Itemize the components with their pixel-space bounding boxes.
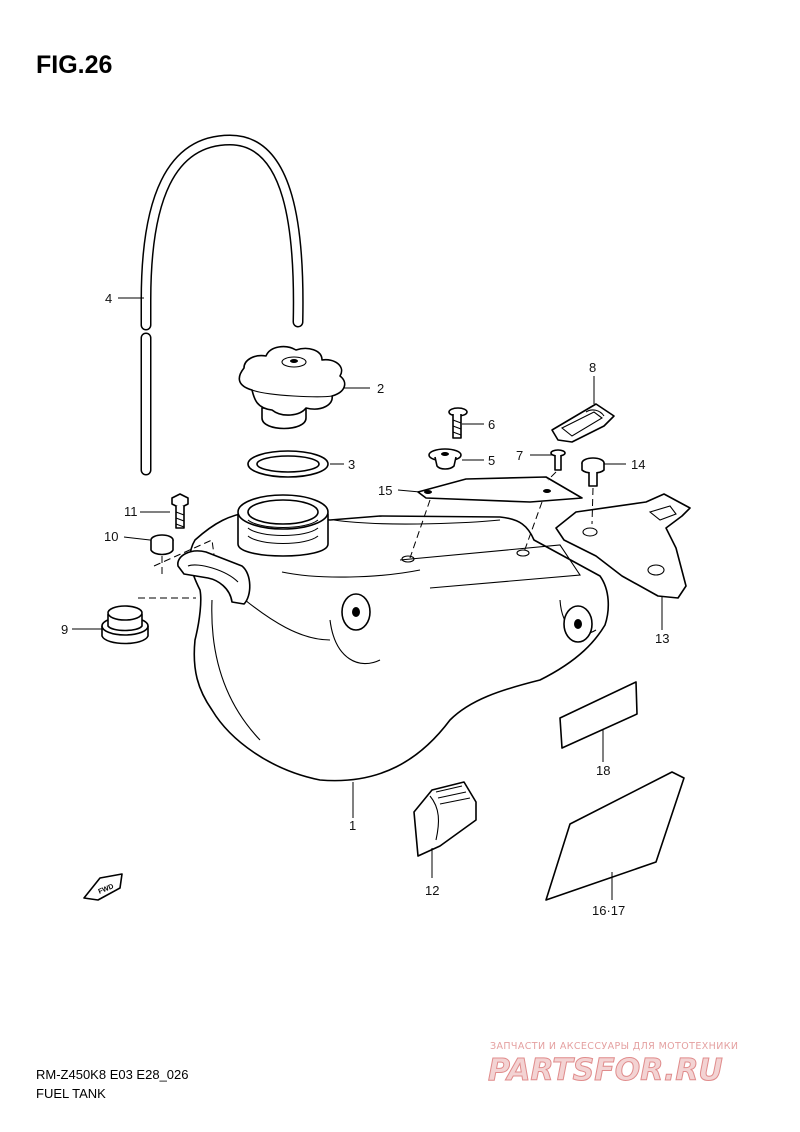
watermark: ЗАПЧАСТИ И АКСЕССУАРЫ ДЛЯ МОТОТЕХНИКИ PA… — [488, 1041, 738, 1089]
fuel-cap — [238, 345, 346, 430]
callout-14: 14 — [631, 457, 645, 472]
screw-6 — [448, 407, 468, 439]
callout-12: 12 — [425, 883, 439, 898]
callout-13: 13 — [655, 631, 669, 646]
callout-1: 1 — [349, 818, 356, 833]
fwd-arrow-icon: FWD — [83, 873, 123, 901]
figure-caption: FUEL TANK — [36, 1086, 106, 1101]
callout-11: 11 — [124, 504, 138, 519]
callout-9: 9 — [61, 622, 68, 637]
fuel-tank — [177, 494, 610, 782]
screw-7 — [550, 449, 566, 471]
breather-hose — [140, 134, 304, 476]
callout-15: 15 — [378, 483, 392, 498]
callout-18: 18 — [596, 763, 610, 778]
callout-3: 3 — [348, 457, 355, 472]
callout-4: 4 — [105, 291, 112, 306]
label-18 — [559, 681, 638, 749]
side-sheet — [545, 771, 685, 901]
callout-10: 10 — [104, 529, 118, 544]
callout-16-17: 16·17 — [592, 903, 625, 918]
tank-bracket — [555, 493, 691, 599]
cap-gasket — [247, 450, 329, 478]
bolt-14 — [581, 457, 605, 487]
strap-hook — [551, 403, 615, 443]
callout-2: 2 — [377, 381, 384, 396]
guard-12 — [413, 781, 477, 857]
leader-lines — [72, 297, 663, 900]
washer-5 — [428, 448, 462, 470]
bolt-11 — [171, 493, 189, 529]
callout-5: 5 — [488, 453, 495, 468]
model-code: RM-Z450K8 E03 E28_026 — [36, 1067, 188, 1082]
grommet — [101, 605, 149, 645]
collar-10 — [150, 534, 174, 556]
callout-8: 8 — [589, 360, 596, 375]
figure-title: FIG.26 — [36, 51, 112, 79]
bracket-plate — [417, 476, 583, 503]
watermark-brand: PARTSFOR.RU — [488, 1053, 723, 1088]
watermark-tagline: ЗАПЧАСТИ И АКСЕССУАРЫ ДЛЯ МОТОТЕХНИКИ — [490, 1041, 738, 1052]
callout-6: 6 — [488, 417, 495, 432]
callout-7: 7 — [516, 448, 523, 463]
callout-labels: 1 2 3 4 5 6 7 8 9 10 11 12 13 14 15 16·1… — [61, 291, 669, 918]
assembly-lines — [138, 471, 594, 599]
